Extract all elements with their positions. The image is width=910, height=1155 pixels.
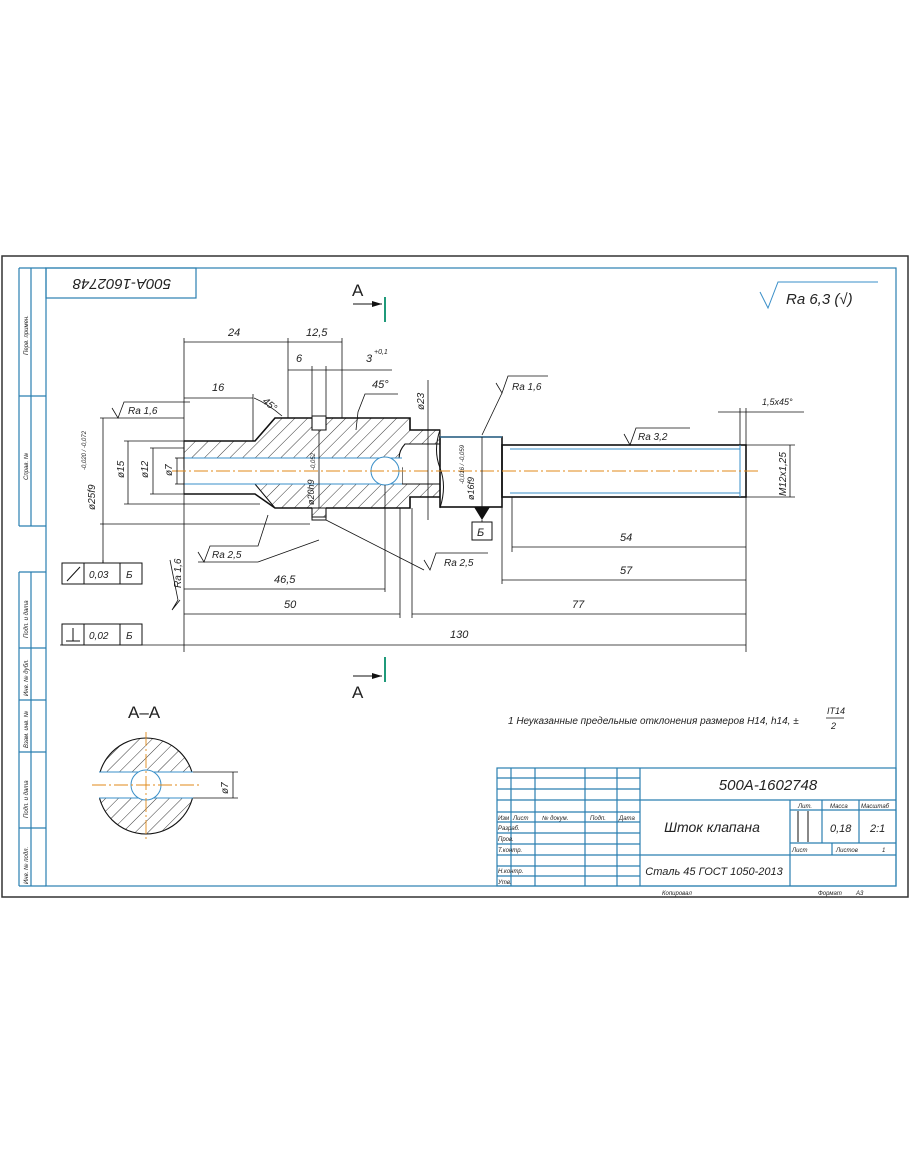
tb-sheets-value: 1	[882, 848, 885, 854]
dim-thread: M12x1,25	[778, 452, 789, 496]
dim-dia16: ø16f9	[466, 477, 476, 500]
tb-role-prov: Пров.	[498, 837, 514, 843]
roughness-ra16-vertical: Ra 1,6	[173, 558, 184, 588]
section-title: А–А	[128, 703, 161, 722]
dim-dia15: ø15	[116, 460, 127, 478]
dim-3: 3	[366, 353, 373, 365]
tb-scale-value: 2:1	[869, 823, 885, 835]
dim-54: 54	[620, 532, 632, 544]
dim-46-5: 46,5	[274, 574, 296, 586]
tb-header-izm: Изм	[498, 816, 509, 822]
drawing-frame	[45, 267, 897, 887]
tb-role-nkontr: Н.контр.	[498, 869, 523, 875]
stamp-vzam-inv: Взам. инв. №	[23, 710, 30, 748]
dim-dia20-tol: -0,052	[311, 452, 317, 470]
dim-77: 77	[572, 599, 585, 611]
stamp-podp-data-2: Подп. и дата	[24, 780, 30, 818]
roughness-ra16-right: Ra 1,6	[512, 382, 542, 393]
dim-dia23: ø23	[416, 392, 427, 410]
general-roughness: Ra 6,3 (√)	[759, 281, 878, 310]
tb-role-tkontr: Т.контр.	[498, 848, 522, 854]
dim-dia25: ø25f9	[87, 484, 98, 510]
angle-45-upper: 45°	[372, 379, 389, 391]
section-mark-bottom: А	[352, 657, 386, 702]
tb-role-utv: Утв.	[497, 880, 512, 886]
dim-dia12: ø12	[140, 460, 151, 478]
tb-header-list: Лист	[512, 816, 528, 822]
runout-tolerance-frame: 0,03 Б	[61, 560, 143, 585]
mirrored-designation-box: 500A-1602748	[45, 267, 197, 299]
tb-header-podp: Подп.	[590, 816, 606, 822]
section-mark-top: А	[352, 281, 386, 322]
runout-value: 0,03	[89, 570, 109, 581]
tb-header-data: Дата	[618, 816, 635, 822]
tb-designation: 500A-1602748	[719, 777, 818, 794]
dim-6: 6	[296, 353, 303, 365]
mirrored-designation: 500A-1602748	[72, 275, 171, 292]
tb-role-razrab: Разраб.	[498, 826, 520, 832]
tb-mass-label: Масса	[830, 804, 848, 810]
tb-copied-label: Копировал	[662, 891, 692, 897]
datum-b: Б	[471, 507, 493, 541]
tb-mass-value: 0,18	[830, 823, 852, 835]
dimensions: 24 12,5 6 3 +0,1 45° 45° 16 ø23 ø25f9 -0…	[60, 327, 804, 652]
roughness-ra32: Ra 3,2	[638, 432, 668, 443]
roughness-ra16-left: Ra 1,6	[128, 406, 158, 417]
dim-130: 130	[450, 629, 469, 641]
tb-sheet-label: Лист	[791, 848, 807, 854]
section-label-top: А	[352, 281, 364, 300]
dim-50: 50	[284, 599, 297, 611]
roughness-symbols: Ra 1,6 Ra 1,6 Ra 3,2 Ra 2,5 Ra 2,5 Ra 1,…	[111, 375, 690, 611]
dim-dia7: ø7	[164, 464, 175, 476]
stamp-inv-podl: Инв. № подл.	[23, 847, 30, 884]
roughness-ra25-right: Ra 2,5	[444, 558, 474, 569]
part-main-view	[172, 415, 760, 521]
dim-57: 57	[620, 565, 633, 577]
stamp-podp-data-1: Подп. и дата	[24, 600, 30, 638]
dim-dia25-tol: -0,020 / -0,072	[82, 430, 88, 470]
stamp-sprav-no: Справ. №	[23, 452, 30, 480]
perpendicularity-tolerance-frame: 0,02 Б	[61, 623, 143, 646]
tb-scale-label: Масштаб	[861, 804, 890, 810]
dim-chamfer: 1,5x45°	[762, 397, 793, 407]
dim-3-tol: +0,1	[374, 349, 388, 356]
technical-note: 1 Неуказанные предельные отклонения разм…	[508, 706, 845, 731]
roughness-ra25-left: Ra 2,5	[212, 550, 242, 561]
tb-material: Сталь 45 ГОСТ 1050-2013	[645, 866, 783, 878]
section-label-bottom: А	[352, 683, 364, 702]
general-roughness-text: Ra 6,3 (√)	[786, 291, 853, 308]
dim-16: 16	[212, 382, 225, 394]
stamp-perv-primen: Перв. примен.	[24, 315, 30, 355]
tb-format-value: А3	[855, 891, 864, 897]
tb-format-label: Формат	[818, 891, 842, 897]
dim-12-5: 12,5	[306, 327, 328, 339]
title-block: Изм Лист № докум. Подп. Дата Разраб. Про…	[496, 767, 897, 897]
tb-part-name: Шток клапана	[664, 819, 760, 835]
section-dim-dia7: ø7	[220, 782, 231, 794]
note-fraction-den: 2	[830, 721, 836, 731]
perp-datum: Б	[126, 631, 133, 642]
note-fraction-num: IT14	[827, 706, 845, 716]
tb-header-doc: № докум.	[542, 815, 568, 822]
datum-label: Б	[477, 527, 484, 539]
left-stamp-strip: Перв. примен. Справ. № Подп. и дата Инв.…	[18, 267, 46, 887]
section-a-a: А–А ø7	[92, 703, 238, 840]
perp-value: 0,02	[89, 631, 109, 642]
dim-dia20: ø20h9	[306, 479, 316, 505]
tb-sheets-label: Листов	[835, 848, 858, 854]
stamp-inv-dubl: Инв. № дубл.	[23, 659, 30, 696]
dim-24: 24	[227, 327, 240, 339]
note-text: 1 Неуказанные предельные отклонения разм…	[508, 716, 799, 727]
tb-lit-label: Лит.	[797, 804, 812, 810]
runout-datum: Б	[126, 570, 133, 581]
dim-dia16-tol: -0,016 / -0,059	[460, 444, 466, 484]
